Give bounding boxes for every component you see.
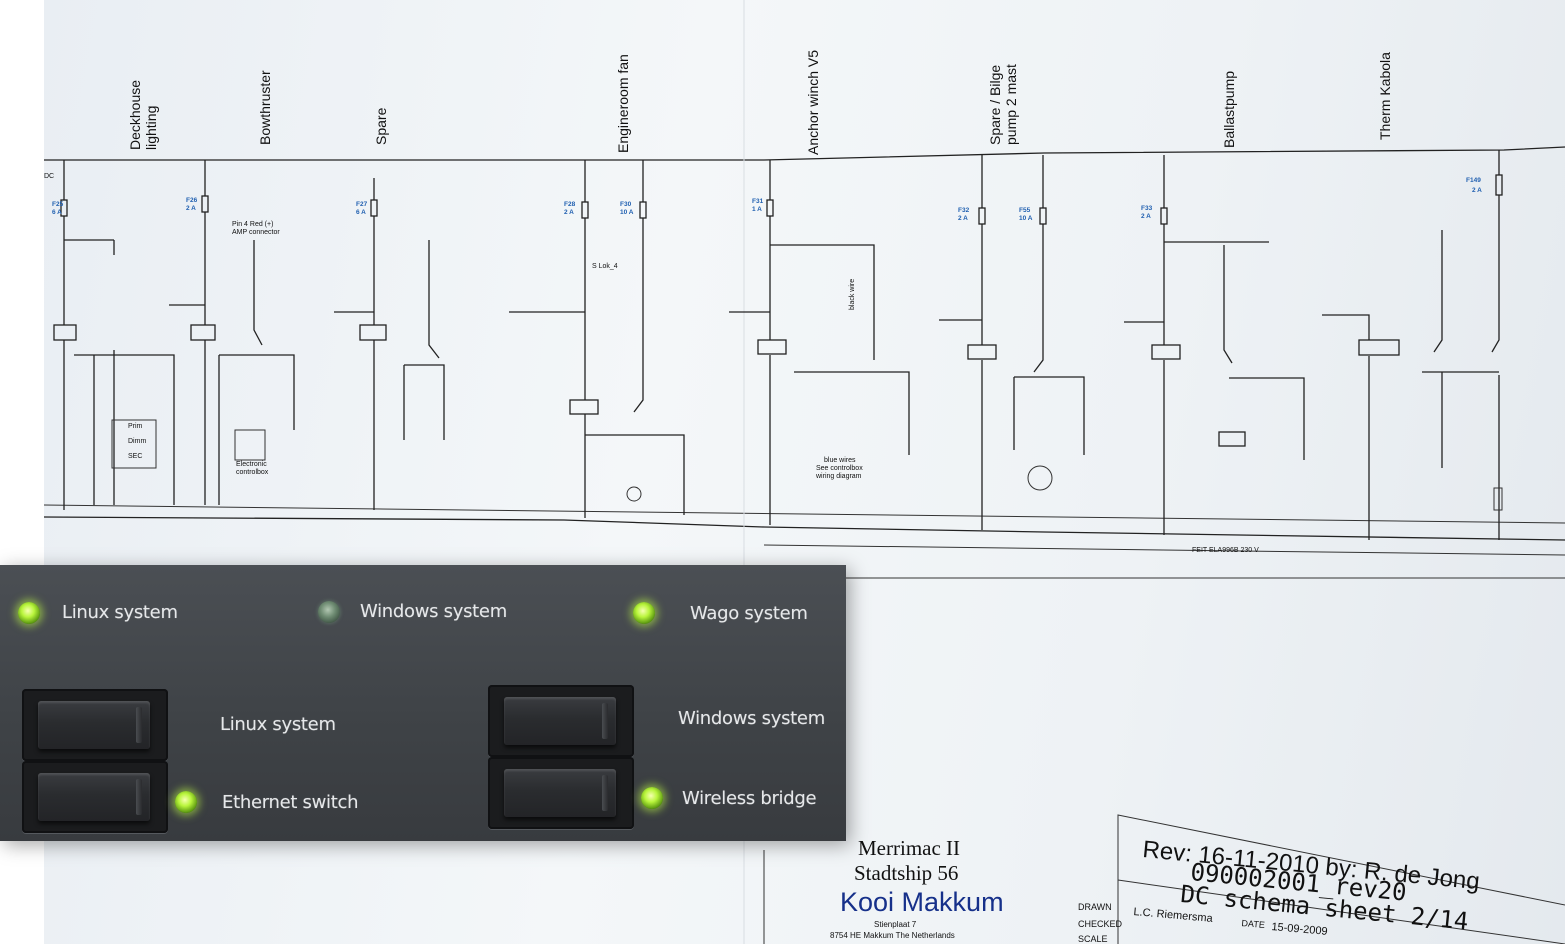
linux-system-led (18, 602, 40, 624)
circuit-title-4: Engineroom fan (615, 54, 631, 153)
wireless-bridge-led (641, 787, 663, 809)
svg-text:Deckhouse: Deckhouse (127, 80, 143, 150)
svg-text:lighting: lighting (143, 106, 159, 150)
svg-text:SEC: SEC (128, 453, 142, 460)
circuit-title-5: Anchor winch V5 (805, 50, 821, 155)
svg-text:F26: F26 (186, 197, 198, 204)
svg-text:Ballastpump: Ballastpump (1221, 71, 1237, 148)
svg-text:F30: F30 (620, 201, 632, 208)
svg-text:Anchor winch V5: Anchor winch V5 (805, 50, 821, 155)
rocker-knob[interactable] (504, 697, 616, 745)
svg-text:F33: F33 (1141, 205, 1153, 212)
svg-text:blue wires: blue wires (824, 457, 856, 464)
linux-system-switch[interactable] (22, 689, 168, 761)
svg-text:S Lok_4: S Lok_4 (592, 263, 618, 270)
circuit-title-7: Ballastpump (1221, 71, 1237, 148)
rocker-knob[interactable] (38, 701, 150, 749)
svg-text:Electronic: Electronic (236, 461, 267, 468)
scale-label: SCALE (1078, 934, 1108, 944)
svg-text:controlbox: controlbox (236, 469, 269, 476)
svg-text:Prim: Prim (128, 423, 143, 430)
circuit-title-6: Spare / Bilge pump 2 mast (987, 64, 1019, 145)
svg-text:F31: F31 (752, 198, 764, 205)
company-address-street: Stienplaat 7 (874, 920, 917, 929)
svg-text:Therm Kabola: Therm Kabola (1377, 52, 1393, 140)
svg-text:1 A: 1 A (752, 206, 762, 213)
svg-text:2 A: 2 A (1141, 213, 1151, 220)
svg-text:Dimm: Dimm (128, 438, 146, 445)
wireless-bridge-label: Wireless bridge (682, 788, 817, 809)
wireless-bridge-switch[interactable] (488, 757, 634, 829)
ethernet-switch-label: Ethernet switch (222, 792, 359, 813)
fuse-labels: F25 6 A F26 2 A F27 6 A F28 2 A F30 10 A… (52, 177, 1482, 222)
svg-text:AMP connector: AMP connector (232, 229, 280, 236)
svg-text:pump 2 mast: pump 2 mast (1003, 64, 1019, 145)
svg-text:F28: F28 (564, 201, 576, 208)
wago-system-led (633, 602, 655, 624)
svg-text:F32: F32 (958, 207, 970, 214)
circuit-title-8: Therm Kabola (1377, 52, 1393, 140)
wago-system-indicator-label: Wago system (690, 603, 808, 624)
circuit-title-3: Spare (373, 107, 389, 145)
ship-name: Merrimac II (858, 836, 961, 860)
windows-system-indicator-label: Windows system (360, 601, 507, 622)
svg-text:black wire: black wire (849, 279, 856, 310)
svg-text:2 A: 2 A (958, 215, 968, 222)
svg-text:6 A: 6 A (356, 209, 366, 216)
svg-text:Spare / Bilge: Spare / Bilge (987, 65, 1003, 145)
windows-system-switch[interactable] (488, 685, 634, 757)
date-label: DATE (1241, 918, 1266, 930)
circuit-title-1: Deckhouse lighting (127, 80, 159, 150)
svg-text:F149: F149 (1466, 177, 1481, 184)
circuit-title-2: Bowthruster (257, 70, 273, 145)
ethernet-switch-led (175, 791, 197, 813)
company-name: Kooi Makkum (840, 887, 1004, 917)
svg-text:F55: F55 (1019, 207, 1031, 214)
schematic-notes: Pin 4 Red (+) AMP connector S Lok_4 blue… (128, 221, 1259, 554)
svg-text:6 A: 6 A (52, 209, 62, 216)
linux-system-indicator-label: Linux system (62, 602, 178, 623)
windows-system-led (318, 601, 340, 623)
svg-text:2 A: 2 A (564, 209, 574, 216)
company-address-city: 8754 HE Makkum The Netherlands (830, 931, 955, 940)
svg-text:10 A: 10 A (1019, 215, 1033, 222)
svg-text:Pin 4 Red (+): Pin 4 Red (+) (232, 221, 273, 228)
svg-text:Engineroom fan: Engineroom fan (615, 54, 631, 153)
schematic-drawing: Deckhouse lighting Bowthruster Spare Eng… (44, 0, 1565, 944)
control-panel: Linux system Windows system Wago system … (0, 565, 846, 841)
ship-class: Stadtship 56 (854, 861, 959, 885)
svg-text:F25: F25 (52, 201, 64, 208)
svg-text:F27: F27 (356, 201, 368, 208)
svg-text:wiring diagram: wiring diagram (815, 473, 862, 480)
svg-text:Bowthruster: Bowthruster (257, 70, 273, 145)
svg-text:FEIT ELA996B 230 V: FEIT ELA996B 230 V (1192, 547, 1259, 554)
svg-text:See controlbox: See controlbox (816, 465, 863, 472)
ethernet-switch-switch[interactable] (22, 761, 168, 833)
svg-text:10 A: 10 A (620, 209, 634, 216)
checked-label: CHECKED (1078, 919, 1123, 929)
dc-rail-label: DC (44, 173, 54, 180)
rocker-knob[interactable] (38, 773, 150, 821)
rocker-knob[interactable] (504, 769, 616, 817)
linux-system-switch-label: Linux system (220, 714, 336, 735)
windows-system-switch-label: Windows system (678, 708, 825, 729)
svg-text:2 A: 2 A (1472, 187, 1482, 194)
circuit-wiring (53, 150, 1503, 540)
svg-text:2 A: 2 A (186, 205, 196, 212)
drawn-label: DRAWN (1078, 902, 1112, 912)
svg-text:Spare: Spare (373, 107, 389, 145)
